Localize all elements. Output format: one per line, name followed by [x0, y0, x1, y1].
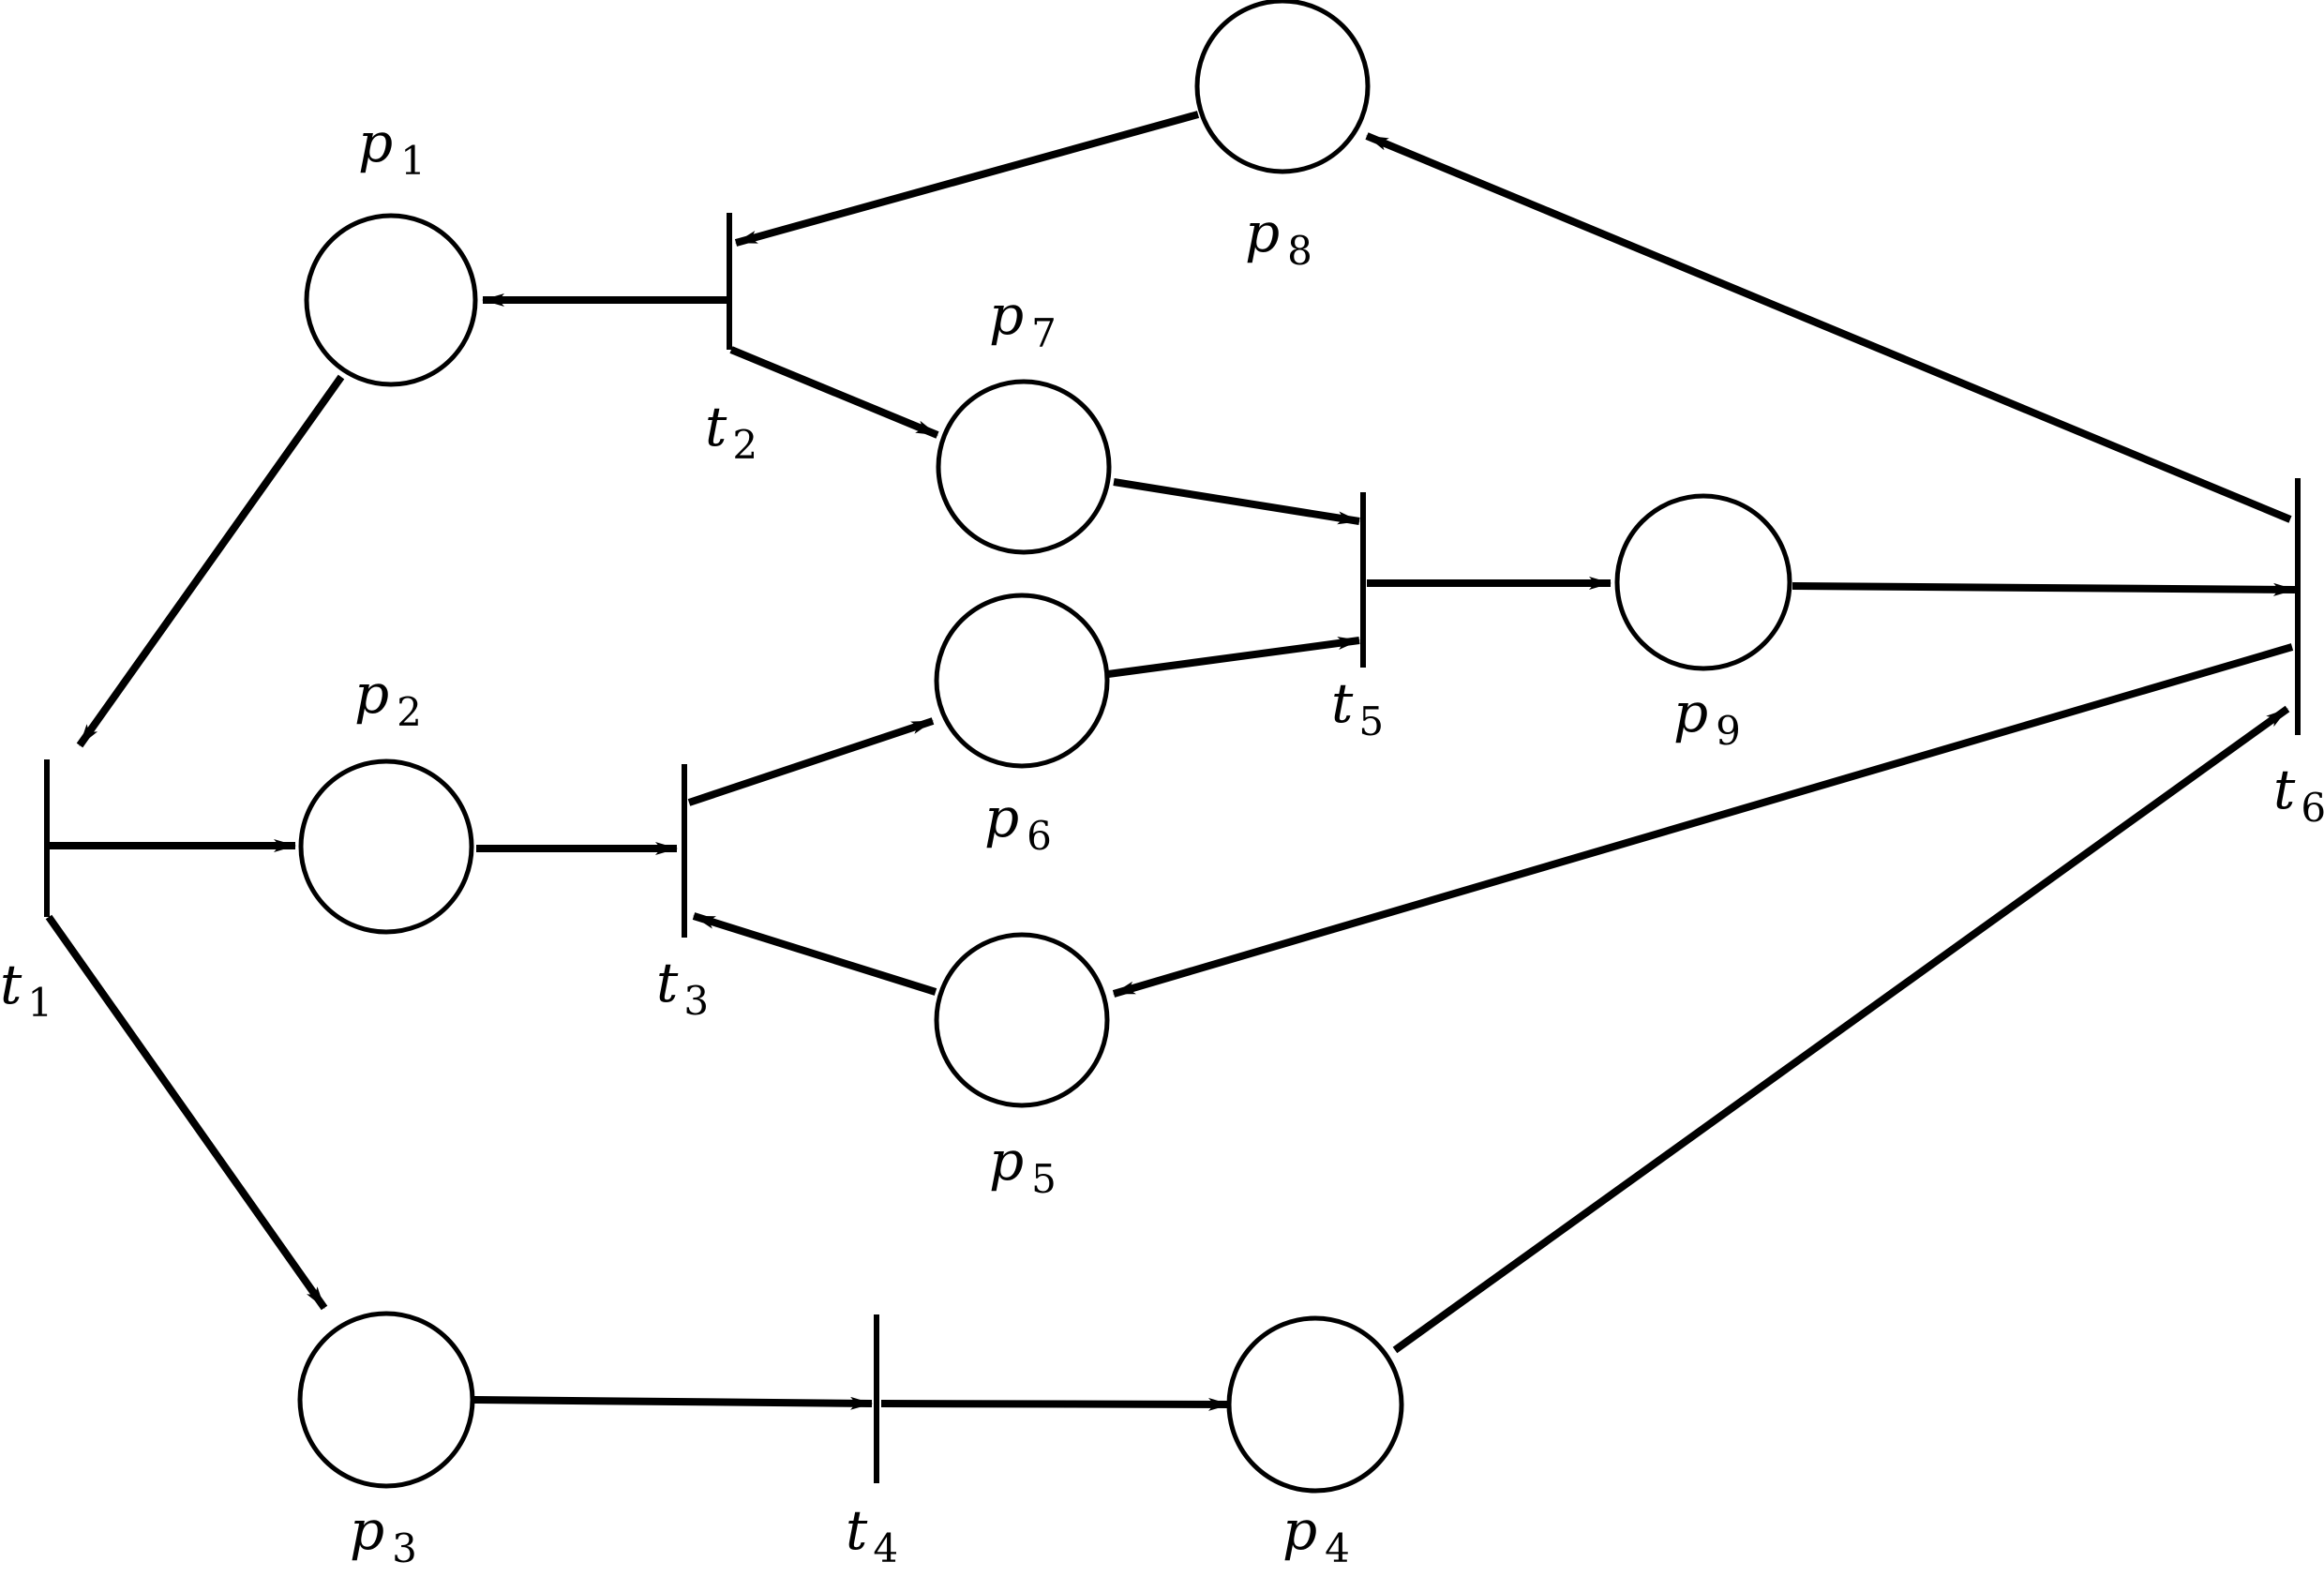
place-p3 — [297, 1311, 475, 1489]
place-p6 — [934, 593, 1110, 769]
place-p7 — [936, 379, 1112, 555]
arc-p7-t5 — [1113, 478, 1360, 525]
places — [297, 0, 1792, 1494]
arc-p3-t4 — [472, 1396, 873, 1410]
arc-p6-t5 — [1107, 637, 1360, 678]
place-p8 — [1194, 0, 1371, 174]
transitions — [44, 213, 2301, 1483]
arcs — [45, 111, 2296, 1411]
arc-t1-p3 — [45, 914, 328, 1311]
arc-t2-p7 — [729, 346, 939, 439]
arc-p1-t1 — [76, 374, 345, 748]
place-p2 — [298, 758, 474, 935]
arc-t6-p8 — [1365, 132, 2292, 523]
arc-p5-t3 — [692, 912, 937, 996]
place-p9 — [1614, 493, 1792, 671]
arc-t6-p5 — [1112, 643, 2294, 998]
place-p4 — [1226, 1315, 1404, 1494]
arc-t3-p6 — [687, 717, 935, 806]
arc-p9-t6 — [1792, 582, 2296, 596]
place-p1 — [304, 213, 478, 387]
arc-p8-t2 — [734, 111, 1200, 247]
arc-p4-t6 — [1392, 705, 2290, 1354]
place-p5 — [934, 932, 1110, 1108]
